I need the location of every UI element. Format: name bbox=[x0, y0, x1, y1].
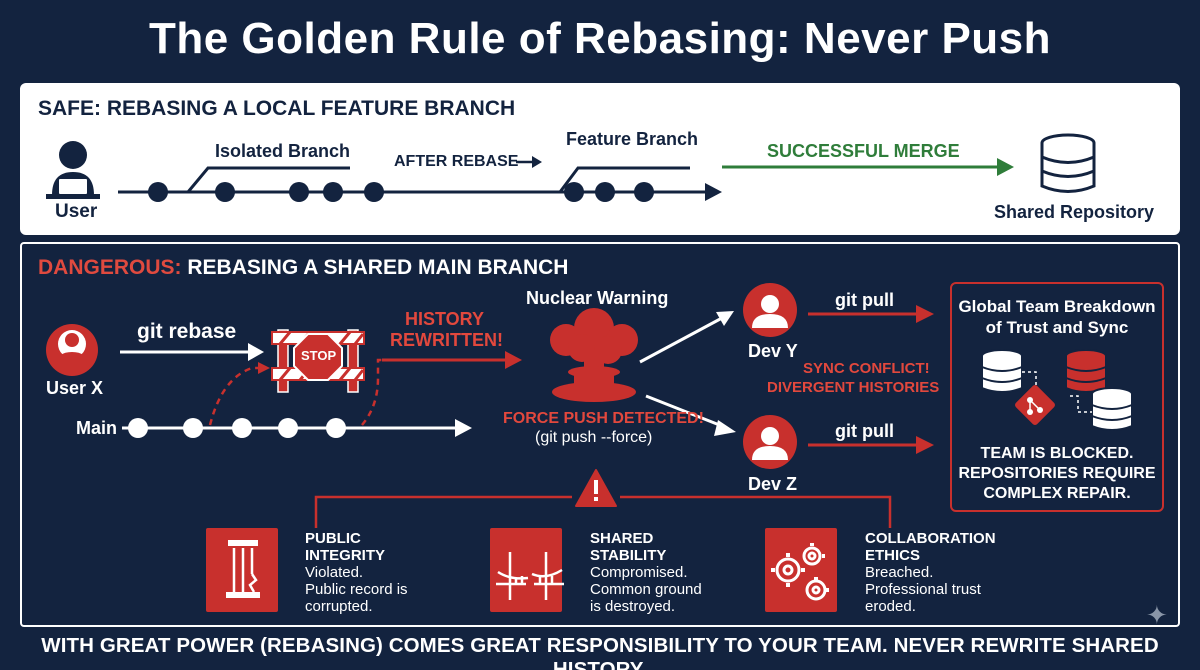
force-push-command: (git push --force) bbox=[535, 429, 653, 446]
dev-z-label: Dev Z bbox=[748, 474, 798, 494]
shared-repository-label: Shared Repository bbox=[994, 202, 1155, 222]
impact-body-1a: Violated. bbox=[305, 564, 364, 581]
impact-title-1a: PUBLIC bbox=[305, 530, 361, 547]
bridge-icon bbox=[496, 552, 564, 600]
user-x-avatar bbox=[46, 324, 98, 376]
safe-heading: SAFE: REBASING A LOCAL FEATURE BRANCH bbox=[38, 97, 516, 120]
impact-body-1c: corrupted. bbox=[305, 598, 373, 615]
nuclear-warning-label: Nuclear Warning bbox=[526, 288, 669, 308]
blocked-text-1: TEAM IS BLOCKED. bbox=[980, 445, 1134, 462]
impact-integrity-text: PUBLIC INTEGRITY Violated. Public record… bbox=[305, 530, 408, 615]
impact-ethics-text: COLLABORATION ETHICS Breached. Professio… bbox=[865, 530, 996, 615]
danger-heading-prefix: DANGEROUS: bbox=[38, 256, 182, 279]
git-pull-label-z: git pull bbox=[835, 421, 894, 441]
main-label: Main bbox=[76, 418, 118, 438]
sync-conflict-label-2: DIVERGENT HISTORIES bbox=[767, 379, 940, 396]
danger-panel bbox=[20, 242, 1180, 627]
page-title: The Golden Rule of Rebasing: Never Push bbox=[148, 14, 1052, 63]
danger-commits bbox=[128, 418, 346, 438]
impact-body-2a: Compromised. bbox=[590, 564, 688, 581]
breakdown-title-2: of Trust and Sync bbox=[985, 318, 1129, 337]
impact-stability-text: SHARED STABILITY Compromised. Common gro… bbox=[590, 530, 702, 615]
after-rebase-label: AFTER REBASE bbox=[394, 153, 519, 170]
database-icon bbox=[1040, 133, 1096, 193]
impact-title-2b: STABILITY bbox=[590, 547, 667, 564]
team-breakdown-box bbox=[950, 282, 1164, 512]
impact-title-3b: ETHICS bbox=[865, 547, 921, 564]
impact-box-stability bbox=[490, 528, 562, 612]
user-x-label: User X bbox=[46, 378, 104, 398]
gears-icon bbox=[771, 543, 829, 601]
isolated-branch-line bbox=[186, 166, 350, 193]
feature-branch-line bbox=[558, 166, 690, 193]
dev-y-avatar bbox=[743, 283, 797, 337]
sync-conflict-label-1: SYNC CONFLICT! bbox=[803, 360, 930, 377]
blocked-text-2: REPOSITORIES REQUIRE bbox=[958, 465, 1156, 482]
sparkle-icon: ✦ bbox=[1146, 600, 1168, 630]
impact-body-1b: Public record is bbox=[305, 581, 408, 598]
dev-y-label: Dev Y bbox=[748, 341, 798, 361]
breakdown-title-1: Global Team Breakdown bbox=[958, 297, 1156, 316]
breakdown-databases bbox=[981, 349, 1133, 431]
safe-panel bbox=[20, 83, 1180, 235]
stop-barrier-icon bbox=[271, 329, 365, 393]
impact-body-3b: Professional trust bbox=[865, 581, 981, 598]
impact-body-2c: is destroyed. bbox=[590, 598, 676, 615]
impact-title-2a: SHARED bbox=[590, 530, 654, 547]
isolated-branch-label: Isolated Branch bbox=[215, 141, 351, 161]
blocked-text-3: COMPLEX REPAIR. bbox=[983, 485, 1131, 502]
footer-message: WITH GREAT POWER (REBASING) COMES GREAT … bbox=[41, 634, 1159, 670]
successful-merge-label: SUCCESSFUL MERGE bbox=[767, 141, 960, 161]
safe-commits bbox=[148, 182, 384, 202]
dev-z-avatar bbox=[743, 415, 797, 469]
feature-branch-label: Feature Branch bbox=[566, 129, 699, 149]
stop-sign-label: STOP bbox=[301, 348, 337, 363]
git-pull-label-y: git pull bbox=[835, 290, 894, 310]
broken-pillar-icon bbox=[226, 540, 260, 598]
danger-heading: DANGEROUS: REBASING A SHARED MAIN BRANCH bbox=[38, 256, 568, 280]
impact-title-1b: INTEGRITY bbox=[305, 547, 386, 564]
impact-body-2b: Common ground bbox=[590, 581, 702, 598]
danger-heading-rest: REBASING A SHARED MAIN BRANCH bbox=[181, 256, 569, 279]
impact-body-3a: Breached. bbox=[865, 564, 934, 581]
safe-user-label: User bbox=[55, 201, 98, 222]
history-rewritten-label-2: REWRITTEN! bbox=[390, 330, 503, 350]
history-rewritten-label-1: HISTORY bbox=[405, 309, 485, 329]
impact-body-3c: eroded. bbox=[865, 598, 916, 615]
user-laptop-icon bbox=[46, 141, 100, 199]
git-icon bbox=[1015, 385, 1055, 425]
mushroom-cloud-icon bbox=[550, 308, 638, 402]
impact-title-3a: COLLABORATION bbox=[865, 530, 996, 547]
warning-icon bbox=[575, 469, 617, 507]
force-push-label: FORCE PUSH DETECTED! bbox=[503, 410, 704, 427]
git-rebase-label: git rebase bbox=[137, 320, 237, 343]
